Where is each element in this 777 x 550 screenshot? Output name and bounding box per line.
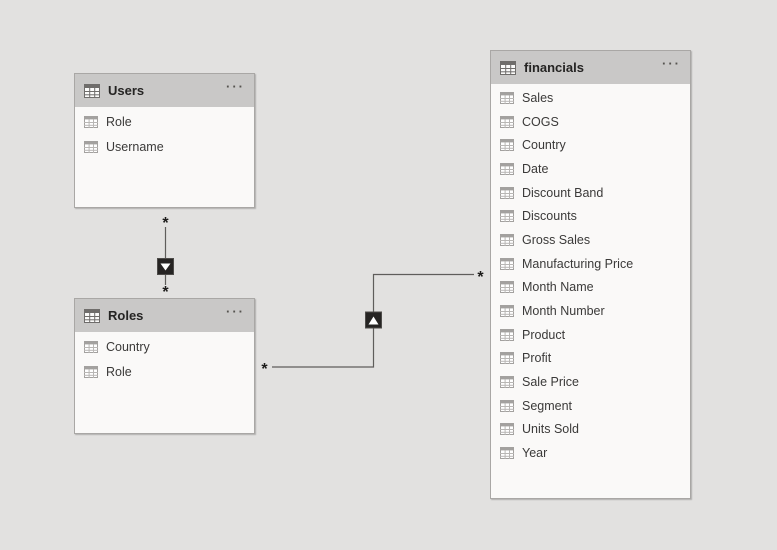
field-label: COGS bbox=[522, 114, 559, 129]
field-label: Gross Sales bbox=[522, 232, 591, 247]
field-row-gross-sales[interactable]: Gross Sales bbox=[491, 228, 690, 252]
field-label: Month Name bbox=[522, 280, 594, 295]
field-row-year[interactable]: Year bbox=[491, 441, 690, 465]
field-grid-icon bbox=[500, 257, 514, 270]
field-grid-icon bbox=[500, 305, 514, 318]
cardinality-financials-side: * bbox=[477, 269, 484, 286]
field-row-cogs[interactable]: COGS bbox=[491, 110, 690, 134]
field-label: Country bbox=[522, 138, 566, 153]
cardinality-roles-side: * bbox=[162, 284, 169, 301]
field-label: Discount Band bbox=[522, 185, 604, 200]
field-grid-icon bbox=[84, 340, 98, 353]
field-label: Year bbox=[522, 446, 548, 461]
table-menu-button[interactable]: ··· bbox=[662, 56, 681, 71]
field-label: Units Sold bbox=[522, 422, 579, 437]
field-grid-icon bbox=[500, 423, 514, 436]
field-label: Username bbox=[106, 139, 164, 154]
table-icon bbox=[500, 60, 516, 75]
field-label: Segment bbox=[522, 398, 573, 413]
table-menu-button[interactable]: ··· bbox=[226, 79, 245, 94]
cardinality-users-side: * bbox=[162, 215, 169, 232]
cardinality-roles-side-2: * bbox=[261, 361, 268, 378]
field-grid-icon bbox=[500, 281, 514, 294]
field-row-discount-band[interactable]: Discount Band bbox=[491, 181, 690, 205]
cross-filter-arrow-up-icon[interactable] bbox=[365, 311, 382, 329]
table-icon bbox=[84, 308, 100, 323]
table-header-roles[interactable]: Roles ··· bbox=[75, 299, 254, 332]
field-label: Role bbox=[106, 114, 132, 129]
table-name: Roles bbox=[108, 308, 144, 323]
field-row-username[interactable]: Username bbox=[75, 134, 254, 159]
field-row-profit[interactable]: Profit bbox=[491, 347, 690, 371]
table-icon bbox=[84, 83, 100, 98]
field-grid-icon bbox=[500, 376, 514, 389]
field-label: Country bbox=[106, 339, 150, 354]
field-grid-icon bbox=[500, 91, 514, 104]
field-grid-icon bbox=[500, 186, 514, 199]
field-label: Date bbox=[522, 161, 549, 176]
field-grid-icon bbox=[84, 140, 98, 153]
field-label: Role bbox=[106, 364, 132, 379]
field-row-country[interactable]: Country bbox=[75, 334, 254, 359]
field-row-sale-price[interactable]: Sale Price bbox=[491, 370, 690, 394]
field-grid-icon bbox=[500, 162, 514, 175]
field-row-role[interactable]: Role bbox=[75, 109, 254, 134]
table-name: Users bbox=[108, 83, 145, 98]
field-row-sales[interactable]: Sales bbox=[491, 86, 690, 110]
field-row-country[interactable]: Country bbox=[491, 133, 690, 157]
field-grid-icon bbox=[500, 210, 514, 223]
field-grid-icon bbox=[500, 352, 514, 365]
field-label: Month Number bbox=[522, 304, 605, 319]
field-row-discounts[interactable]: Discounts bbox=[491, 204, 690, 228]
field-row-date[interactable]: Date bbox=[491, 157, 690, 181]
table-menu-button[interactable]: ··· bbox=[226, 304, 245, 319]
field-row-product[interactable]: Product bbox=[491, 323, 690, 347]
field-grid-icon bbox=[500, 447, 514, 460]
field-label: Product bbox=[522, 327, 566, 342]
field-grid-icon bbox=[500, 399, 514, 412]
cross-filter-arrow-down-icon[interactable] bbox=[157, 258, 174, 275]
field-row-role[interactable]: Role bbox=[75, 359, 254, 384]
field-grid-icon bbox=[500, 115, 514, 128]
field-grid-icon bbox=[84, 115, 98, 128]
field-label: Sale Price bbox=[522, 375, 579, 390]
field-row-month-name[interactable]: Month Name bbox=[491, 276, 690, 300]
field-row-units-sold[interactable]: Units Sold bbox=[491, 418, 690, 442]
table-header-financials[interactable]: financials ··· bbox=[491, 51, 690, 84]
field-grid-icon bbox=[84, 365, 98, 378]
field-label: Manufacturing Price bbox=[522, 256, 634, 271]
field-label: Sales bbox=[522, 90, 554, 105]
field-grid-icon bbox=[500, 139, 514, 152]
table-header-users[interactable]: Users ··· bbox=[75, 74, 254, 107]
table-name: financials bbox=[524, 60, 584, 75]
field-grid-icon bbox=[500, 328, 514, 341]
field-label: Discounts bbox=[522, 209, 577, 224]
field-grid-icon bbox=[500, 233, 514, 246]
field-row-month-number[interactable]: Month Number bbox=[491, 299, 690, 323]
field-row-segment[interactable]: Segment bbox=[491, 394, 690, 418]
field-label: Profit bbox=[522, 351, 552, 366]
field-row-manufacturing-price[interactable]: Manufacturing Price bbox=[491, 252, 690, 276]
